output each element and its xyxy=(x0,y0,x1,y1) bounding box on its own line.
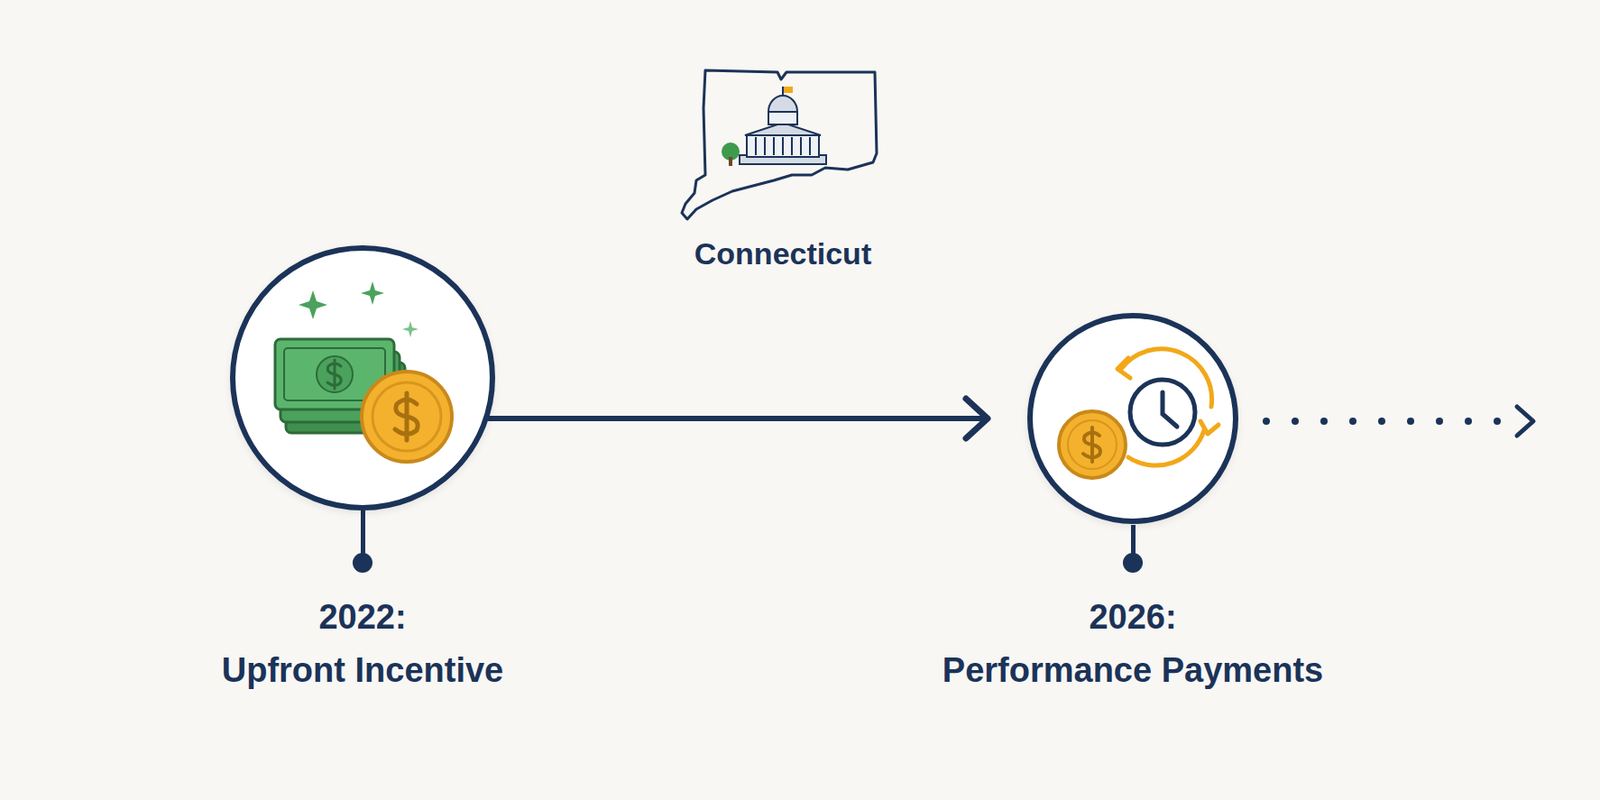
year-label: 2022: xyxy=(318,596,406,638)
year-label: 2026: xyxy=(1088,596,1177,638)
icon xyxy=(1027,312,1239,525)
icon xyxy=(229,245,496,511)
state-label: Connecticut xyxy=(694,236,872,272)
icon-circle xyxy=(229,245,496,511)
dotted-arrow xyxy=(1262,406,1534,436)
capitol-icon xyxy=(721,86,827,166)
icon-circle xyxy=(1027,312,1239,525)
timeline-stems xyxy=(352,510,1143,573)
money-icon xyxy=(275,281,452,462)
connecticut-map xyxy=(681,70,877,220)
stage-label: Performance Payments xyxy=(942,649,1324,691)
payment-clock-icon xyxy=(1058,349,1219,479)
stage-label: Upfront Incentive xyxy=(221,649,504,691)
timeline-arrow xyxy=(488,398,988,439)
